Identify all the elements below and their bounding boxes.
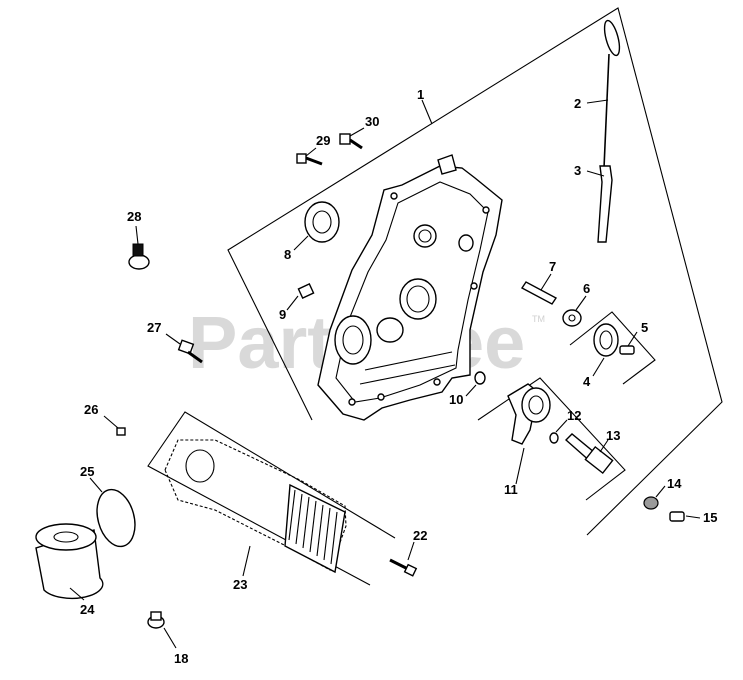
callout-6: 6 xyxy=(583,281,590,296)
sealing-washer-part[interactable] xyxy=(643,496,659,510)
o-ring-part[interactable] xyxy=(474,371,486,385)
callout-27: 27 xyxy=(147,320,161,335)
oil-sentry-part[interactable] xyxy=(128,243,150,270)
flange-bolt-part[interactable] xyxy=(339,133,363,150)
screw-part[interactable] xyxy=(669,511,685,522)
oil-cooler-part[interactable] xyxy=(164,439,347,574)
pin-part[interactable] xyxy=(520,281,558,305)
callout-28: 28 xyxy=(127,209,141,224)
callout-10: 10 xyxy=(449,392,463,407)
short-bolt-part[interactable] xyxy=(296,153,323,166)
dipstick-part[interactable] xyxy=(597,19,622,243)
plug-part[interactable] xyxy=(297,283,315,299)
callout-1: 1 xyxy=(417,87,424,102)
callout-23: 23 xyxy=(233,577,247,592)
callout-18: 18 xyxy=(174,651,188,666)
drain-plug-part[interactable] xyxy=(147,611,165,629)
oil-cooler-group-outline xyxy=(147,411,396,586)
callout-14: 14 xyxy=(667,476,682,491)
oil-pump-shaft-part[interactable] xyxy=(564,433,614,475)
callout-8: 8 xyxy=(284,247,291,262)
clip-part[interactable] xyxy=(116,427,126,436)
gear-shaft-group-outline xyxy=(569,311,656,385)
bolt-part[interactable] xyxy=(389,558,418,577)
callout-7: 7 xyxy=(549,259,556,274)
filter-gasket-part[interactable] xyxy=(91,485,141,550)
callout-12: 12 xyxy=(567,408,581,423)
callout-labels: 1 2 3 4 5 6 7 8 9 10 11 12 13 14 15 18 2… xyxy=(80,87,717,666)
callout-24: 24 xyxy=(80,602,95,617)
washer-part[interactable] xyxy=(562,309,582,327)
callout-29: 29 xyxy=(316,133,330,148)
callout-9: 9 xyxy=(279,307,286,322)
callout-11: 11 xyxy=(504,482,518,497)
callout-4: 4 xyxy=(583,374,591,389)
callout-3: 3 xyxy=(574,163,581,178)
leader-lines xyxy=(69,99,701,649)
callout-30: 30 xyxy=(365,114,379,129)
callout-26: 26 xyxy=(84,402,98,417)
callout-15: 15 xyxy=(703,510,717,525)
oil-filter-part[interactable] xyxy=(35,523,104,600)
callout-22: 22 xyxy=(413,528,427,543)
oil-seal-part[interactable] xyxy=(304,201,340,243)
crankcase-cover-group-outline xyxy=(227,7,723,536)
crankcase-cover-part[interactable] xyxy=(317,154,503,421)
callout-25: 25 xyxy=(80,464,94,479)
gear-shaft-part[interactable] xyxy=(619,345,635,355)
small-o-ring-part[interactable] xyxy=(549,432,559,444)
oil-pressure-switch-part[interactable] xyxy=(177,339,203,364)
callout-2: 2 xyxy=(574,96,581,111)
callout-13: 13 xyxy=(606,428,620,443)
watermark-trademark: TM xyxy=(532,314,545,324)
oil-cooler-fins xyxy=(288,489,338,565)
oil-pump-part[interactable] xyxy=(507,383,551,445)
governor-gear-part[interactable] xyxy=(593,323,619,357)
callout-5: 5 xyxy=(641,320,648,335)
